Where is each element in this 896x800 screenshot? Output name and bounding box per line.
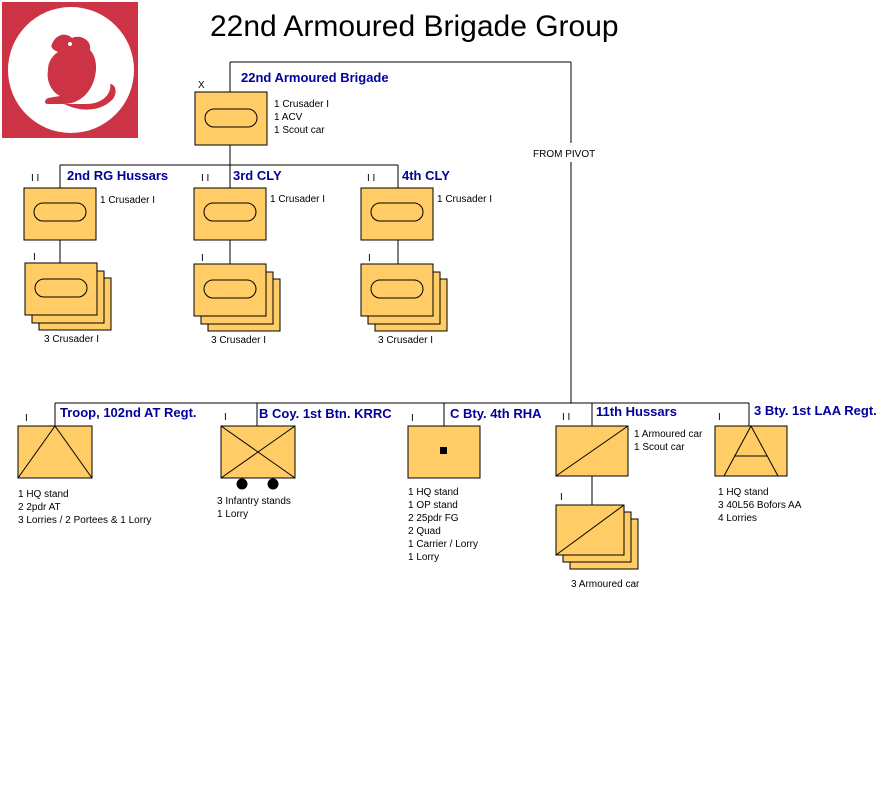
regiment-size-mark: I I bbox=[367, 173, 375, 184]
unit-label: Troop, 102nd AT Regt. bbox=[60, 405, 197, 420]
unit-equipment-3: 3 Lorries / 2 Portees & 1 Lorry bbox=[18, 515, 151, 526]
unit-equipment-1: 3 Infantry stands bbox=[217, 496, 291, 507]
unit-equipment-1: 1 HQ stand bbox=[18, 489, 69, 500]
regiment-4th-cly: I I 4th CLY 1 Crusader I I 3 Crusader I bbox=[360, 168, 492, 346]
unit-equipment-2: 3 40L56 Bofors AA bbox=[718, 500, 802, 511]
unit-equipment-3: 2 25pdr FG bbox=[408, 513, 459, 524]
brigade-equipment-3: 1 Scout car bbox=[274, 125, 325, 136]
unit-size-mark: I bbox=[718, 412, 721, 423]
unit-equipment-1: 1 Armoured car bbox=[634, 429, 703, 440]
unit-equipment-2: 1 Lorry bbox=[217, 509, 248, 520]
squadron-equipment: 3 Crusader I bbox=[378, 335, 433, 346]
wheel-icon bbox=[267, 478, 279, 490]
brigade-equipment-1: 1 Crusader I bbox=[274, 99, 329, 110]
regiment-equipment: 1 Crusader I bbox=[270, 194, 325, 205]
regiment-3rd-cly: I I 3rd CLY 1 Crusader I I 3 Crusader I bbox=[193, 168, 325, 346]
squadron-size-mark: I bbox=[201, 253, 204, 264]
squadron-equipment: 3 Crusader I bbox=[211, 335, 266, 346]
regiment-label: 2nd RG Hussars bbox=[67, 168, 168, 183]
unit-size-mark: I bbox=[25, 413, 28, 424]
wheel-icon bbox=[236, 478, 248, 490]
squadron-symbol bbox=[24, 262, 98, 316]
unit-size-mark: I I bbox=[562, 412, 570, 423]
brigade-size-mark: X bbox=[198, 80, 205, 91]
squadron-size-mark: I bbox=[368, 253, 371, 264]
armour-symbol bbox=[370, 202, 424, 222]
brigade-hq: X 22nd Armoured Brigade 1 Crusader I 1 A… bbox=[194, 70, 389, 146]
armour-symbol bbox=[203, 202, 257, 222]
regiment-symbol bbox=[23, 187, 97, 241]
armour-symbol bbox=[33, 202, 87, 222]
support-rha-battery: I C Bty. 4th RHA 1 HQ stand 1 OP stand 2… bbox=[407, 406, 542, 563]
squadron-equipment: 3 Armoured car bbox=[571, 579, 640, 590]
armour-symbol bbox=[34, 278, 88, 298]
squadron-size-mark: I bbox=[33, 252, 36, 263]
unit-equipment-1: 1 HQ stand bbox=[718, 487, 769, 498]
regiment-2nd-rg-hussars: I I 2nd RG Hussars 1 Crusader I I 3 Crus… bbox=[23, 168, 168, 345]
regiment-symbol bbox=[360, 187, 434, 241]
regiment-label: 3rd CLY bbox=[233, 168, 282, 183]
regiment-label: 4th CLY bbox=[402, 168, 450, 183]
support-krrc-company: I B Coy. 1st Btn. KRRC 3 Infantry stands… bbox=[217, 406, 392, 520]
from-pivot-label: FROM PIVOT bbox=[533, 149, 595, 160]
support-laa-battery: I 3 Bty. 1st LAA Regt. 1 HQ stand 3 40L5… bbox=[714, 403, 877, 524]
unit-label: 3 Bty. 1st LAA Regt. bbox=[754, 403, 877, 418]
desert-rat-emblem bbox=[2, 2, 138, 138]
unit-equipment-1: 1 HQ stand bbox=[408, 487, 459, 498]
unit-equipment-2: 1 Scout car bbox=[634, 442, 685, 453]
squadron-symbol bbox=[360, 263, 434, 317]
unit-equipment-5: 1 Carrier / Lorry bbox=[408, 539, 478, 550]
unit-size-mark: I bbox=[224, 412, 227, 423]
brigade-equipment-2: 1 ACV bbox=[274, 112, 303, 123]
unit-equipment-2: 1 OP stand bbox=[408, 500, 458, 511]
armour-symbol bbox=[204, 108, 258, 128]
regiment-equipment: 1 Crusader I bbox=[437, 194, 492, 205]
unit-label: C Bty. 4th RHA bbox=[450, 406, 542, 421]
support-at-troop: I Troop, 102nd AT Regt. 1 HQ stand 2 2pd… bbox=[17, 405, 197, 526]
artillery-dot-icon bbox=[440, 447, 447, 454]
regiment-size-mark: I I bbox=[201, 173, 209, 184]
page-title: 22nd Armoured Brigade Group bbox=[210, 10, 619, 43]
brigade-symbol bbox=[194, 91, 268, 146]
squadron-size-mark: I bbox=[560, 492, 563, 503]
unit-equipment-3: 4 Lorries bbox=[718, 513, 757, 524]
squadron-symbol bbox=[193, 263, 267, 317]
anti-aircraft-symbol bbox=[714, 425, 788, 477]
unit-label: B Coy. 1st Btn. KRRC bbox=[259, 406, 392, 421]
unit-size-mark: I bbox=[411, 413, 414, 424]
unit-equipment-2: 2 2pdr AT bbox=[18, 502, 61, 513]
regiment-size-mark: I I bbox=[31, 173, 39, 184]
brigade-label: 22nd Armoured Brigade bbox=[241, 70, 389, 85]
support-11th-hussars: I I 11th Hussars 1 Armoured car 1 Scout … bbox=[555, 404, 703, 590]
armour-symbol bbox=[203, 279, 257, 299]
unit-equipment-6: 1 Lorry bbox=[408, 552, 439, 563]
unit-equipment-4: 2 Quad bbox=[408, 526, 441, 537]
squadron-equipment: 3 Crusader I bbox=[44, 334, 99, 345]
armour-symbol bbox=[370, 279, 424, 299]
connector-lines bbox=[54, 61, 750, 505]
regiment-symbol bbox=[193, 187, 267, 241]
regiment-equipment: 1 Crusader I bbox=[100, 195, 155, 206]
anti-tank-symbol bbox=[17, 425, 93, 479]
unit-label: 11th Hussars bbox=[596, 404, 677, 419]
